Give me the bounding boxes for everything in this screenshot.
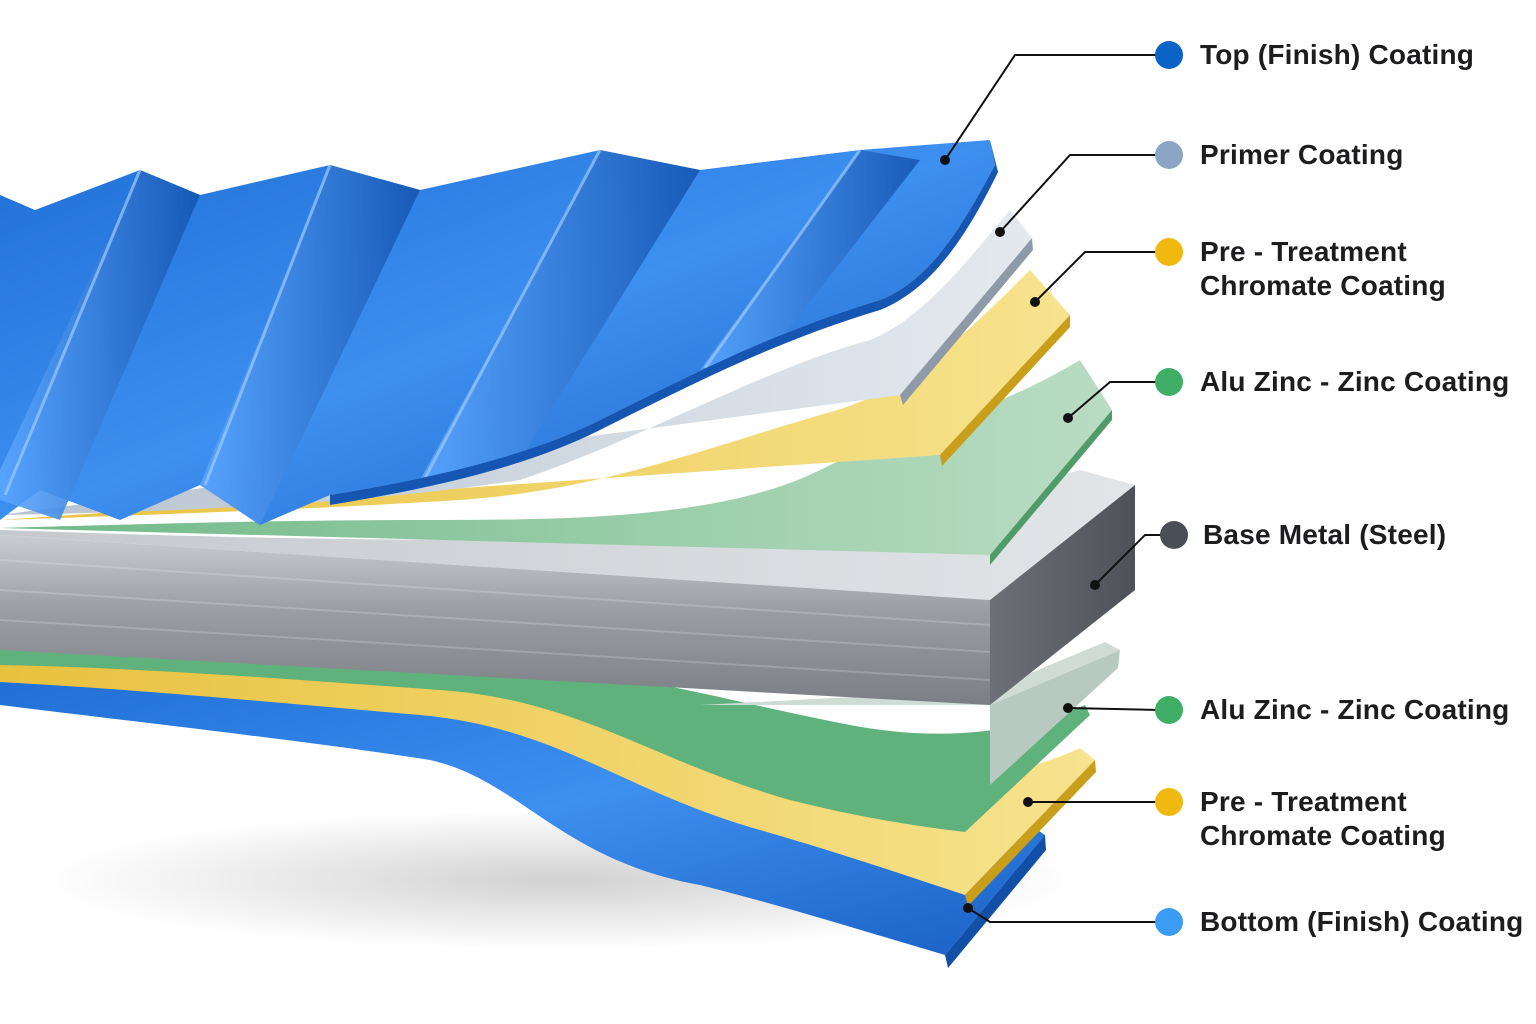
leader-lines — [944, 54, 1165, 923]
label-primer-text: Primer Coating — [1200, 139, 1404, 170]
label-aluzinc-top: Alu Zinc - Zinc Coating — [1200, 365, 1509, 399]
label-top-finish: Top (Finish) Coating — [1200, 38, 1474, 72]
label-pretreat-bottom-line2: Chromate Coating — [1200, 820, 1446, 851]
rib-highlights — [3, 149, 862, 496]
legend-dot-primer — [1155, 141, 1183, 169]
label-aluzinc-top-text: Alu Zinc - Zinc Coating — [1200, 366, 1510, 397]
layer-aluzinc-bottom — [0, 645, 1090, 832]
layer-bottom-finish — [0, 675, 1045, 955]
layer-primer-edge — [900, 238, 1033, 405]
layer-pretreat-top-edge — [940, 315, 1070, 466]
steel-texture — [0, 559, 991, 681]
label-aluzinc-bottom-text: Alu Zinc - Zinc Coating — [1200, 694, 1510, 725]
leader-endpoints — [940, 155, 1100, 913]
layer-aluzinc-bottom-face — [990, 650, 1120, 785]
layer-aluzinc-top — [0, 360, 1112, 555]
label-pretreat-top-line2: Chromate Coating — [1200, 270, 1446, 301]
leader-aluzinc-top — [1067, 381, 1160, 419]
leader-bottom-finish — [967, 907, 1160, 923]
layer-base-metal-top — [0, 470, 1135, 600]
label-pretreat-bottom: Pre - Treatment Chromate Coating — [1200, 785, 1446, 853]
leader-pretreat-top — [1034, 251, 1160, 303]
layer-base-metal-side — [990, 485, 1135, 705]
label-pretreat-top: Pre - Treatment Chromate Coating — [1200, 235, 1446, 303]
layer-pretreat-top — [0, 270, 1070, 520]
layer-base-metal-front — [0, 535, 990, 705]
layer-aluzinc-bottom-top — [700, 642, 1120, 705]
corrugation-ribs — [0, 150, 920, 525]
label-base-metal-text: Base Metal (Steel) — [1203, 519, 1447, 550]
label-pretreat-top-line1: Pre - Treatment — [1200, 236, 1407, 267]
legend-dot-bottom-finish — [1155, 908, 1183, 936]
label-base-metal: Base Metal (Steel) — [1203, 518, 1446, 552]
legend-dot-pretreat-bottom — [1155, 788, 1183, 816]
legend-dot-pretreat-top — [1155, 238, 1183, 266]
label-bottom-finish-text: Bottom (Finish) Coating — [1200, 906, 1524, 937]
leader-aluzinc-bottom — [1067, 707, 1161, 711]
leader-primer — [999, 154, 1160, 233]
label-pretreat-bottom-line1: Pre - Treatment — [1200, 786, 1407, 817]
label-primer: Primer Coating — [1200, 138, 1404, 172]
layer-pretreat-bottom-edge — [965, 760, 1096, 906]
legend-dot-aluzinc-bottom — [1155, 696, 1183, 724]
layer-pretreat-bottom — [0, 660, 1095, 895]
legend-dot-base-metal — [1160, 521, 1188, 549]
leader-base-metal — [1094, 534, 1165, 586]
label-top-finish-text: Top (Finish) Coating — [1200, 39, 1475, 70]
legend-dot-aluzinc-top — [1155, 368, 1183, 396]
legend-dot-top-finish — [1155, 41, 1183, 69]
label-bottom-finish: Bottom (Finish) Coating — [1200, 905, 1523, 939]
layer-aluzinc-top-edge — [990, 410, 1112, 565]
leader-top-finish — [944, 54, 1160, 161]
label-aluzinc-bottom: Alu Zinc - Zinc Coating — [1200, 693, 1509, 727]
layer-bottom-finish-edge — [945, 835, 1046, 968]
